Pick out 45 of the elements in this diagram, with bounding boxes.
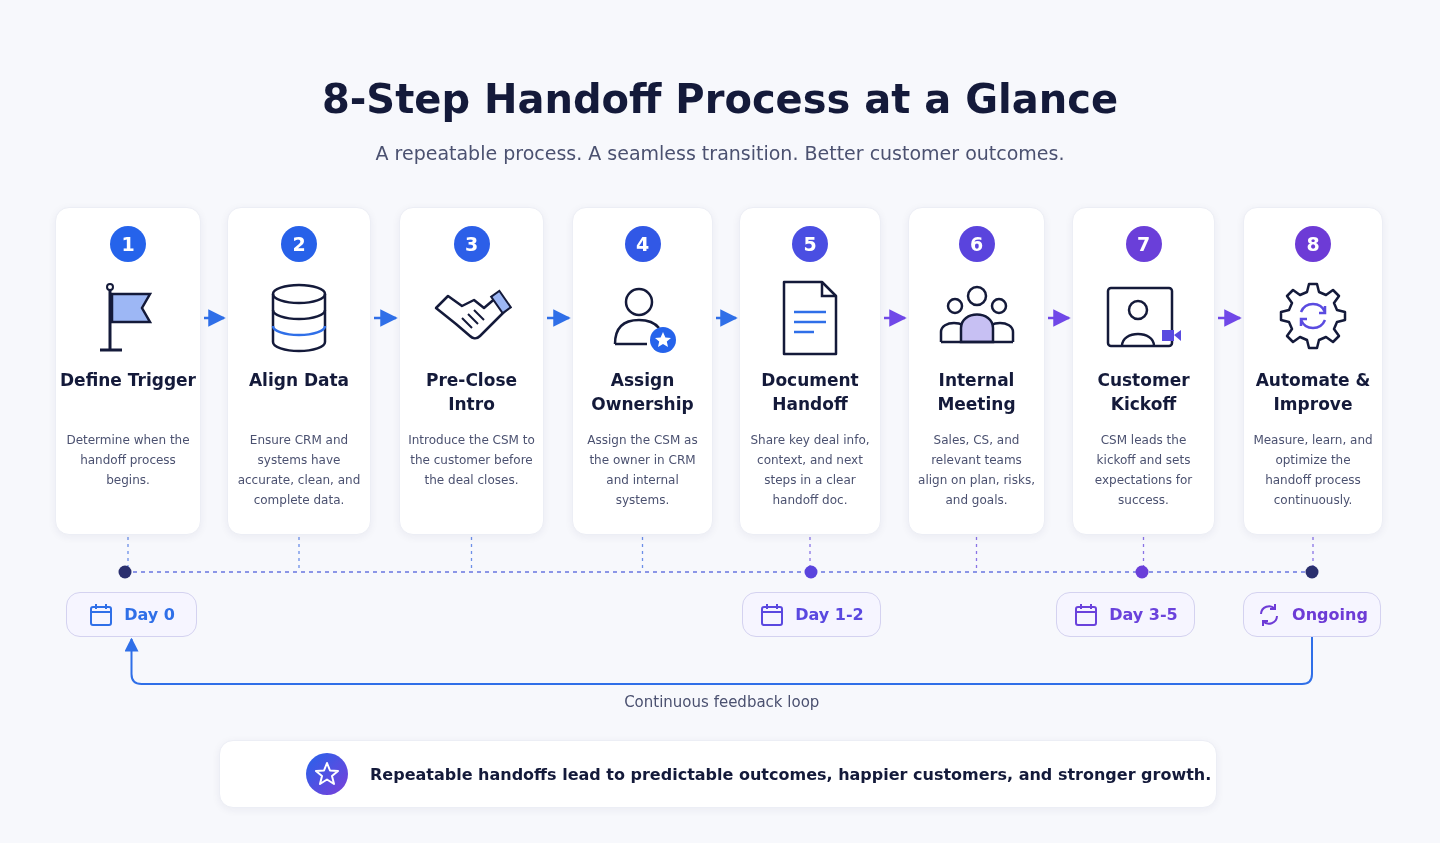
step-card bbox=[908, 207, 1045, 535]
step-card bbox=[55, 207, 201, 535]
title: 8-Step Handoff Process at a Glance bbox=[320, 76, 1120, 122]
step-card bbox=[572, 207, 713, 535]
step-description: Introduce the CSM to the customer before the deal closes. bbox=[408, 432, 535, 489]
step-number: 1 bbox=[110, 226, 146, 262]
timeline-badge bbox=[742, 592, 881, 637]
step-title: Assign Ownership bbox=[590, 369, 695, 416]
edge-label: Continuous feedback loop bbox=[623, 693, 821, 711]
step-title: Automate & Improve bbox=[1254, 369, 1372, 416]
subtitle: A repeatable process. A seamless transition. Better customer outcomes. bbox=[374, 142, 1066, 164]
step-card bbox=[1243, 207, 1383, 535]
step-number: 5 bbox=[792, 226, 828, 262]
step-description: Measure, learn, and optimize the handoff process continuously. bbox=[1252, 432, 1374, 509]
summary-banner bbox=[219, 740, 1217, 808]
timeline-label: Ongoing bbox=[1292, 605, 1368, 624]
step-description: CSM leads the kickoff and sets expectations for success. bbox=[1093, 432, 1194, 509]
step-card bbox=[1072, 207, 1215, 535]
timeline-label: Day 3-5 bbox=[1109, 605, 1178, 624]
step-card bbox=[227, 207, 371, 535]
step-number: 3 bbox=[453, 226, 490, 262]
step-description: Sales, CS, and relevant teams align on plan, risks, and goals. bbox=[917, 432, 1036, 509]
timeline-label: Day 0 bbox=[124, 605, 175, 624]
step-description: Assign the CSM as the owner in CRM and internal systems. bbox=[586, 432, 699, 509]
step-number: 4 bbox=[624, 226, 661, 262]
timeline-badge bbox=[1243, 592, 1381, 637]
step-description: Ensure CRM and systems have accurate, clean, and complete data. bbox=[236, 432, 362, 509]
step-number: 7 bbox=[1125, 226, 1162, 262]
step-title: Customer Kickoff bbox=[1096, 369, 1191, 416]
timeline-label: Day 1-2 bbox=[795, 605, 864, 624]
step-description: Share key deal info, context, and next steps in a clear handoff doc. bbox=[749, 432, 871, 509]
summary-text: Repeatable handoffs lead to predictable outcomes, happier customers, and stronger growth. bbox=[370, 764, 1212, 784]
step-number: 6 bbox=[958, 226, 995, 262]
step-number: 8 bbox=[1295, 226, 1331, 262]
step-description: Determine when the handoff process begins. bbox=[65, 432, 191, 489]
step-title: Pre-Close Intro bbox=[424, 369, 519, 416]
step-number: 2 bbox=[281, 226, 317, 262]
timeline-badge bbox=[1056, 592, 1195, 637]
step-card bbox=[399, 207, 544, 535]
step-title: Internal Meeting bbox=[936, 369, 1017, 416]
timeline-badge bbox=[66, 592, 197, 637]
step-title: Define Trigger bbox=[60, 369, 196, 392]
step-title: Align Data bbox=[247, 369, 351, 392]
step-card bbox=[739, 207, 881, 535]
step-title: Document Handoff bbox=[760, 369, 860, 416]
